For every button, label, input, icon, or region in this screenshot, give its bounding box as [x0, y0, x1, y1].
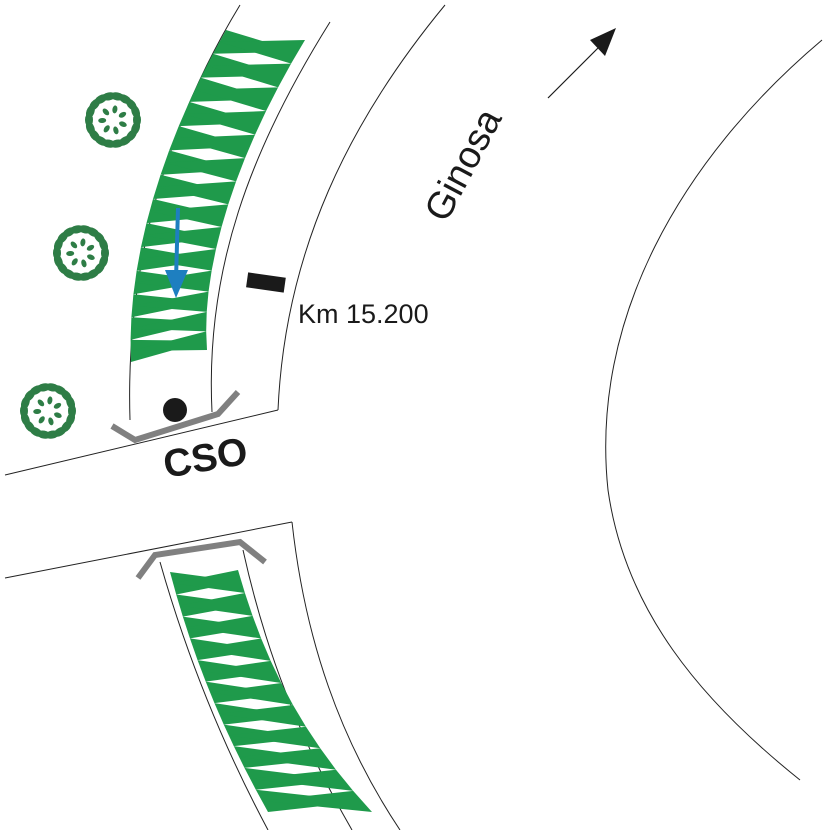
tree-leaf [66, 250, 75, 257]
vegetation-triangle [219, 704, 306, 727]
tree-leaf [87, 254, 95, 260]
tree-icon [20, 383, 76, 439]
road-outlines [4, 4, 823, 830]
vegetation-triangle [210, 682, 294, 705]
tree-leaf [103, 125, 110, 133]
vegetation-triangle [143, 226, 222, 250]
vegetation-triangle [194, 87, 279, 112]
kilometer-label: Km 15.200 [298, 299, 429, 329]
vegetation-triangle [219, 40, 305, 64]
tree-leaf [37, 399, 45, 407]
tree-leaf [38, 416, 45, 424]
inner-curve-line [605, 39, 823, 781]
vegetation-triangle [239, 748, 336, 770]
direction-arrow-icon [547, 28, 616, 99]
tree-leaf [70, 241, 78, 249]
flow-arrow-icon [165, 207, 188, 298]
vegetation-triangle [149, 204, 229, 227]
tree-leaf [48, 417, 54, 426]
vegetation-triangle [261, 790, 372, 812]
outer-curve-line [277, 4, 446, 411]
tree-leaf [53, 402, 62, 409]
tree-leaf [54, 412, 62, 418]
trees [20, 92, 141, 439]
vegetation-triangle [173, 134, 256, 159]
barrier-upper [110, 389, 241, 444]
tree-leaf [98, 117, 107, 124]
vegetation-triangle [201, 660, 282, 683]
vegetation-triangle [164, 158, 246, 182]
outer-curve-line-lower [291, 521, 401, 830]
vegetation-triangle [132, 291, 209, 312]
culvert-bottom-line [4, 521, 293, 579]
channel-left-edge-lower [159, 561, 269, 830]
culvert-top-line [4, 409, 279, 476]
vegetation-triangle [130, 311, 207, 332]
vegetation-triangle [179, 593, 253, 616]
tree-leaf [81, 259, 87, 268]
tree-leaf [113, 126, 119, 135]
tree-leaf [33, 408, 42, 415]
tree-leaf [131, 105, 141, 119]
vegetation-band-lower [170, 570, 372, 812]
vegetation-triangle [250, 769, 354, 791]
tree-leaf [99, 238, 109, 252]
vegetation-triangle [193, 638, 271, 661]
direction-label: Ginosa [417, 101, 511, 228]
tree-leaf [112, 105, 118, 114]
tree-leaf [118, 111, 127, 118]
tree-leaf [119, 121, 127, 127]
vegetation-band-upper [130, 30, 305, 362]
vegetation-triangle [183, 111, 267, 135]
tree-leaf [102, 108, 110, 116]
vegetation-triangle [156, 181, 237, 205]
tree-icon [85, 92, 141, 148]
barrier-lower [135, 538, 267, 580]
vegetation-triangle [173, 570, 245, 594]
vegetation-triangle [130, 331, 207, 352]
tree-leaf [86, 244, 95, 251]
channel-right-edge-upper [210, 21, 331, 413]
tree-icon [53, 225, 109, 281]
outfall-label: CSO [160, 430, 251, 487]
vegetation-triangle [186, 615, 262, 639]
tree-leaf [71, 258, 78, 266]
tree-leaf [80, 238, 86, 247]
tree-leaf [66, 396, 76, 410]
kilometer-marker-icon [246, 272, 286, 293]
tree-leaf [47, 396, 53, 405]
vegetation-triangle [206, 63, 292, 88]
vegetation-triangle [228, 726, 321, 749]
outfall-dot-icon [163, 398, 187, 422]
